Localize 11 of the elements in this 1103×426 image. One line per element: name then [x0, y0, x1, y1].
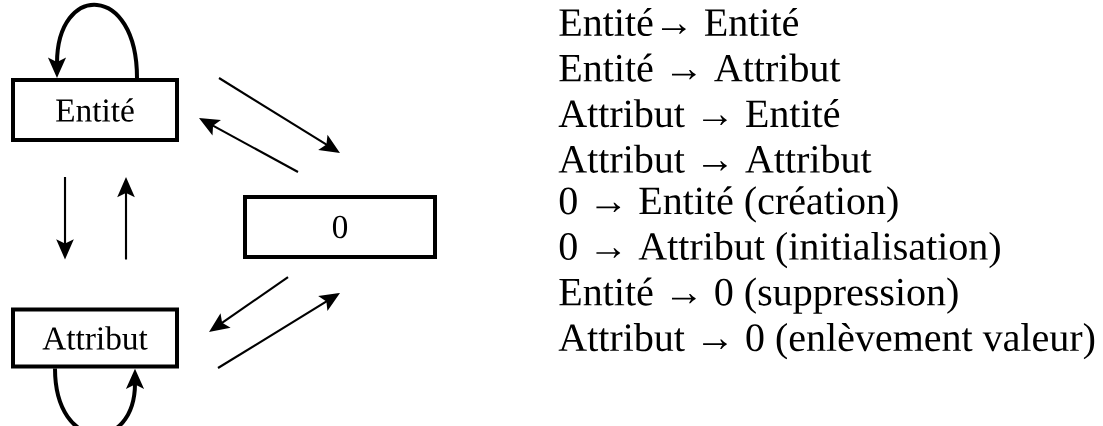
transition-text: Attribut → Attribut	[558, 144, 872, 173]
transition-text: 0 → Entité (création)	[559, 186, 898, 223]
transition-text: Entité → Attribut	[559, 53, 841, 82]
state-box: Entité	[11, 78, 179, 142]
transition-text: Entité→ Entité	[559, 7, 798, 37]
transition-text: 0 → Attribut (initialisation)	[559, 231, 1000, 269]
transition-text: Attribut → Entité	[558, 99, 840, 128]
state-box: Attribut	[11, 307, 179, 369]
state-box: 0	[243, 195, 437, 259]
transition-text: Entité → 0 (suppression)	[559, 277, 958, 314]
transition-text: Attribut → 0 (enlèvement valeur)	[558, 323, 1095, 360]
